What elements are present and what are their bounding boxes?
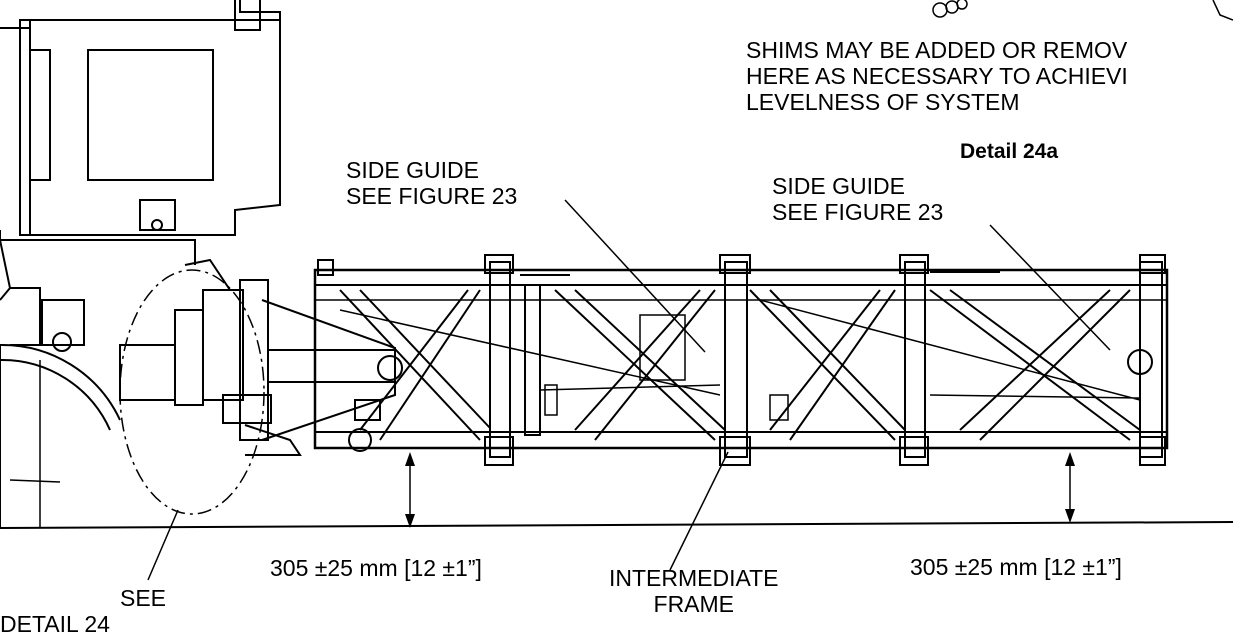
intermediate-frame-leader bbox=[669, 451, 729, 571]
dimension-right-label: 305 ±25 mm [12 ±1”] bbox=[910, 554, 1122, 580]
shim-detail-fragment bbox=[932, 0, 1233, 21]
shims-note-line-2: HERE AS NECESSARY TO ACHIEVI bbox=[746, 62, 1128, 89]
see-detail-line-1: SEE bbox=[120, 585, 167, 611]
conveyor-frame bbox=[313, 254, 1169, 466]
shims-note: SHIMS MAY BE ADDED OR REMOV HERE AS NECE… bbox=[746, 37, 1128, 115]
shims-note-line-3: LEVELNESS OF SYSTEM bbox=[746, 88, 1020, 115]
side-guide-right-leader bbox=[989, 224, 1111, 351]
intermediate-frame-line-2: FRAME bbox=[653, 590, 735, 617]
side-guide-left-line-2: SEE FIGURE 23 bbox=[346, 182, 518, 209]
side-guide-right-line-2: SEE FIGURE 23 bbox=[772, 198, 944, 225]
tail-machine bbox=[0, 0, 281, 528]
side-guide-right-label: SIDE GUIDE SEE FIGURE 23 bbox=[772, 173, 944, 226]
shims-note-line-1: SHIMS MAY BE ADDED OR REMOV bbox=[746, 37, 1128, 63]
detail-leader bbox=[147, 509, 179, 581]
ground-line bbox=[0, 521, 1233, 529]
side-guide-left-line-1: SIDE GUIDE bbox=[346, 157, 479, 183]
see-detail-line-2: DETAIL 24 bbox=[0, 610, 110, 637]
side-guide-right-line-1: SIDE GUIDE bbox=[772, 173, 905, 199]
intermediate-frame-label: INTERMEDIATE FRAME bbox=[609, 565, 779, 618]
side-guide-left-leader bbox=[564, 199, 706, 353]
dimension-arrow-right bbox=[1065, 452, 1075, 523]
intermediate-frame-line-1: INTERMEDIATE bbox=[609, 565, 779, 591]
detail-title: Detail 24a bbox=[960, 140, 1059, 163]
dimension-arrow-left bbox=[405, 452, 415, 528]
dimension-left-label: 305 ±25 mm [12 ±1”] bbox=[270, 555, 482, 581]
side-guide-left-label: SIDE GUIDE SEE FIGURE 23 bbox=[346, 157, 518, 210]
conveyor-frame-drawing bbox=[0, 0, 1233, 581]
see-detail-label: SEE DETAIL 24 bbox=[0, 585, 167, 638]
